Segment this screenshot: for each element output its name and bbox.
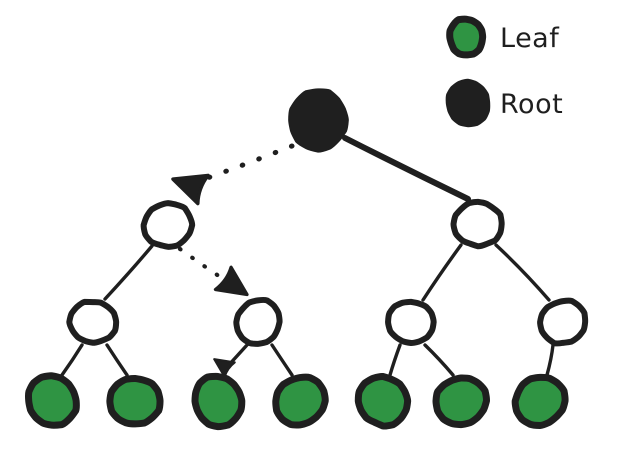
internal-node[interactable] [450,198,505,250]
legend-swatch-root-icon [445,78,491,128]
internal-node[interactable] [233,296,283,347]
tree-edge [545,343,555,377]
node-circle [66,298,120,346]
tree-edge [193,143,295,185]
legend-label-root: Root [500,89,563,120]
tree-edge [388,343,402,377]
node-circle [511,373,569,430]
tree-edge [423,343,455,377]
tree-edge [105,343,129,377]
tree-edge [60,343,84,377]
legend-item-root[interactable]: Root [445,78,563,128]
tree-edge [270,343,294,377]
edge-arrowhead-icon [171,173,210,206]
node-circle [432,374,490,429]
node-circle [140,200,196,250]
node-circle [385,298,437,346]
leaf-node[interactable] [432,374,490,429]
internal-node[interactable] [537,297,589,347]
leaf-node[interactable] [272,373,329,429]
node-circle [106,374,164,428]
node-circle [24,372,80,429]
legend-item-leaf[interactable]: Leaf [446,15,561,59]
legend-label-leaf: Leaf [500,23,560,54]
leaf-node[interactable] [106,374,164,428]
node-circle [272,373,329,429]
arrowheads-layer [171,173,249,378]
node-circle [191,372,246,431]
tree-edge [494,243,551,302]
root-node[interactable] [288,88,349,153]
leaf-node[interactable] [24,372,80,429]
leaf-node[interactable] [511,373,569,430]
internal-node[interactable] [385,298,437,346]
node-circle [233,296,283,347]
node-circle [537,297,589,347]
node-circle [354,372,412,430]
nodes-layer [24,88,589,431]
node-circle [450,198,505,250]
legend-swatch-leaf-icon [446,15,487,59]
leaf-node[interactable] [191,372,246,431]
edge-arrowhead-icon [213,265,249,297]
edges-layer [60,135,555,377]
tree-edge [342,135,471,202]
node-circle [288,88,349,153]
internal-node[interactable] [66,298,120,346]
internal-node[interactable] [140,200,196,250]
tree-edge [421,243,463,302]
tree-edge [103,244,154,301]
leaf-node[interactable] [354,372,412,430]
